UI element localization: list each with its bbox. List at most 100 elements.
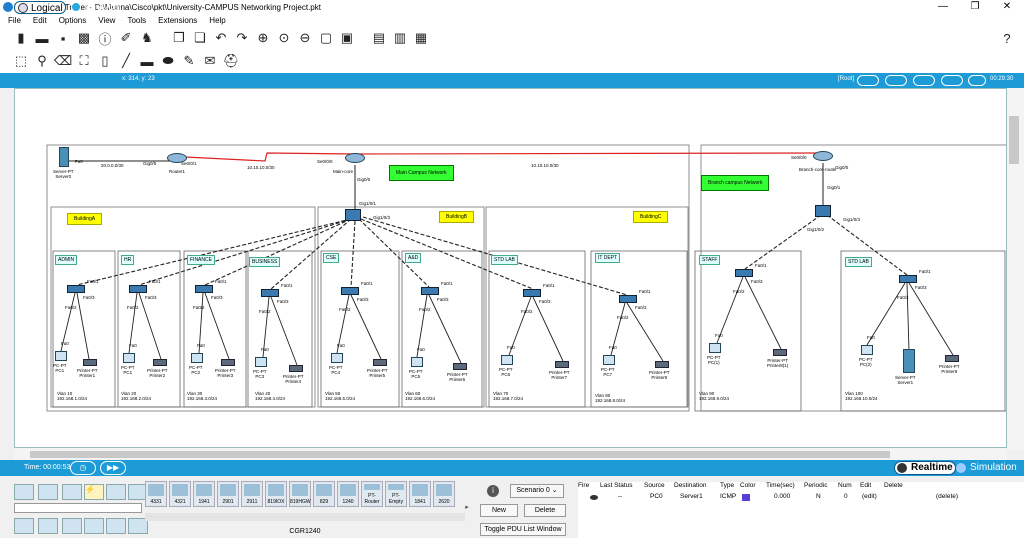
resize-icon[interactable]: ⛶ xyxy=(79,53,89,68)
table-row[interactable]: -- PC0 Server1 ICMP 0.000 N 0 (edit) (de… xyxy=(578,493,1024,503)
panel-collapse-arrow-icon[interactable]: ▸ xyxy=(465,504,469,511)
rectangle-icon[interactable]: ▬ xyxy=(140,53,154,69)
fire-indicator-icon[interactable] xyxy=(590,495,598,500)
pc-icon[interactable] xyxy=(55,351,67,361)
branch-multilayer-switch-icon[interactable] xyxy=(815,205,831,217)
hubs-subcategory[interactable] xyxy=(62,518,82,534)
router-model-item[interactable]: 2620 xyxy=(433,481,455,507)
ellipse-icon[interactable]: ⬬ xyxy=(162,53,174,68)
inspect-icon[interactable]: ⚲ xyxy=(37,53,47,68)
model-scrollbar[interactable] xyxy=(145,513,465,521)
undo-icon[interactable]: ↶ xyxy=(215,30,227,45)
router-model-item[interactable]: 819IOX xyxy=(265,481,287,507)
save-icon[interactable]: ▪ xyxy=(60,30,66,46)
move-object-button[interactable] xyxy=(885,75,907,86)
main-core-router-icon[interactable] xyxy=(345,153,365,163)
info-icon[interactable]: i xyxy=(487,485,499,497)
access-switch-icon[interactable] xyxy=(735,269,753,277)
close-button[interactable]: ✕ xyxy=(1002,1,1012,12)
access-switch-icon[interactable] xyxy=(619,295,637,303)
router-model-item[interactable]: 829 xyxy=(313,481,335,507)
open-folder-icon[interactable]: ▬ xyxy=(35,30,49,46)
minimize-button[interactable]: — xyxy=(938,1,948,12)
router-model-item[interactable]: 819HGW xyxy=(289,481,311,507)
access-switch-icon[interactable] xyxy=(67,285,85,293)
new-file-icon[interactable]: ▮ xyxy=(17,30,25,45)
menu-view[interactable]: View xyxy=(98,15,116,25)
switches-subcategory[interactable] xyxy=(38,518,58,534)
device-search-box[interactable] xyxy=(14,503,142,513)
tab-physical[interactable]: Physical xyxy=(68,1,124,14)
paste-icon[interactable]: ❏ xyxy=(194,30,206,45)
delete-scenario-button[interactable]: Delete xyxy=(524,504,566,517)
notes-icon[interactable]: ▤ xyxy=(372,30,386,45)
router-model-item[interactable]: 1941 xyxy=(193,481,215,507)
complex-pdu-icon[interactable]: ⛑ xyxy=(222,53,240,68)
connections-category[interactable]: ⚡ xyxy=(84,484,104,500)
main-multilayer-switch-icon[interactable] xyxy=(345,209,361,221)
branch-router-icon[interactable] xyxy=(813,151,833,161)
pc-icon[interactable] xyxy=(501,355,513,365)
router-model-item[interactable]: 2911 xyxy=(241,481,263,507)
fast-forward-button[interactable]: ▶▶ xyxy=(100,461,126,475)
components-category[interactable] xyxy=(62,484,82,500)
pdu-delete-link[interactable]: (delete) xyxy=(936,493,959,500)
realtime-mode-button[interactable]: Realtime xyxy=(894,461,956,475)
printer-icon[interactable] xyxy=(153,359,167,366)
printer-icon[interactable] xyxy=(453,363,467,370)
router-model-item[interactable]: 1240 xyxy=(337,481,359,507)
set-tiled-background-button[interactable] xyxy=(913,75,935,86)
tab-logical[interactable]: Logical xyxy=(14,1,66,14)
menu-edit[interactable]: Edit xyxy=(32,15,47,25)
line-icon[interactable]: ╱ xyxy=(122,53,130,68)
server0-icon[interactable] xyxy=(59,147,69,167)
router-model-item[interactable]: 2901 xyxy=(217,481,239,507)
server1-icon[interactable] xyxy=(903,349,915,373)
router-model-item[interactable]: PT-Router xyxy=(361,481,383,507)
pc-icon[interactable] xyxy=(603,355,615,365)
vertical-scroll-thumb[interactable] xyxy=(1009,116,1019,164)
menu-tools[interactable]: Tools xyxy=(127,15,147,25)
pc-icon[interactable] xyxy=(411,357,423,367)
printer-icon[interactable] xyxy=(655,361,669,368)
access-switch-icon[interactable] xyxy=(341,287,359,295)
pc-icon[interactable] xyxy=(255,357,267,367)
menu-help[interactable]: Help xyxy=(209,15,226,25)
misc-category[interactable] xyxy=(106,484,126,500)
printer-icon[interactable] xyxy=(945,355,959,362)
scenario-select[interactable]: Scenario 0 ⌄ xyxy=(510,484,564,498)
pc-icon[interactable] xyxy=(331,353,343,363)
printer-icon[interactable] xyxy=(555,361,569,368)
access-switch-icon[interactable] xyxy=(195,285,213,293)
menu-file[interactable]: File xyxy=(8,15,21,25)
freeform-icon[interactable]: ✎ xyxy=(183,53,195,68)
palette-icon[interactable]: ▢ xyxy=(319,30,333,45)
printer-icon[interactable] xyxy=(221,359,235,366)
network-devices-category[interactable] xyxy=(14,484,34,500)
toggle-pdu-list-button[interactable]: Toggle PDU List Window xyxy=(480,523,566,536)
redo-icon[interactable]: ↷ xyxy=(236,30,248,45)
printer-icon[interactable] xyxy=(83,359,97,366)
copy-icon[interactable]: ❐ xyxy=(173,30,185,45)
root-breadcrumb[interactable]: [Root] xyxy=(838,76,855,82)
delete-icon[interactable]: ⌫ xyxy=(53,53,73,68)
custom-device-icon[interactable]: ▣ xyxy=(340,30,354,45)
image-icon[interactable]: ▦ xyxy=(414,30,428,45)
zoom-reset-icon[interactable]: ⊙ xyxy=(278,30,290,45)
zoom-in-icon[interactable]: ⊕ xyxy=(257,30,269,45)
new-cluster-button[interactable] xyxy=(857,75,879,86)
menu-extensions[interactable]: Extensions xyxy=(158,15,198,25)
pc-icon[interactable] xyxy=(709,343,721,353)
zoom-out-icon[interactable]: ⊖ xyxy=(299,30,311,45)
horizontal-scroll-thumb[interactable] xyxy=(30,451,890,458)
pdu-edit-link[interactable]: (edit) xyxy=(862,493,877,500)
wan-emulation-subcategory[interactable] xyxy=(128,518,148,534)
select-icon[interactable]: ⬚ xyxy=(14,53,28,68)
router-model-item[interactable]: 4331 xyxy=(145,481,167,507)
menu-options[interactable]: Options xyxy=(58,15,87,25)
printer-icon[interactable] xyxy=(773,349,787,356)
new-scenario-button[interactable]: New xyxy=(480,504,518,517)
router-model-item[interactable]: 4321 xyxy=(169,481,191,507)
pc-icon[interactable] xyxy=(861,345,873,355)
help-icon[interactable]: ? xyxy=(1003,30,1011,46)
